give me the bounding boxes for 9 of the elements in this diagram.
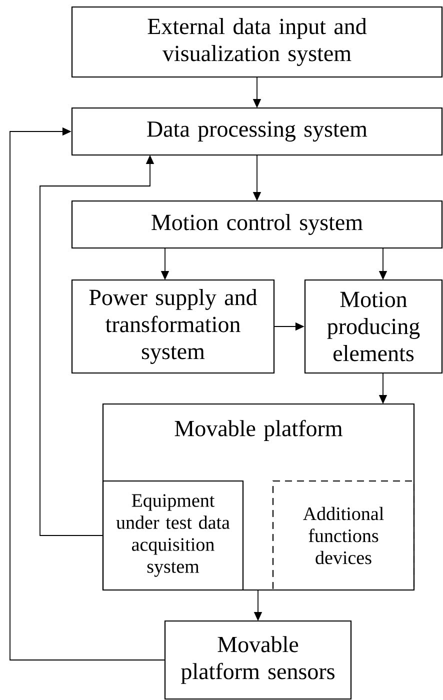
arrow bbox=[10, 127, 165, 660]
process-box: Equipment under test data acquisition system bbox=[102, 480, 244, 591]
process-box: Power supply and transformation system bbox=[71, 279, 275, 374]
process-box: Motion control system bbox=[71, 200, 443, 249]
dashed-box: Additional functions devices bbox=[272, 480, 415, 591]
process-box: Movable platform sensors bbox=[164, 620, 352, 700]
process-box: Motion producing elements bbox=[304, 279, 443, 374]
process-box: Data processing system bbox=[71, 107, 443, 156]
process-box: External data input and visualization system bbox=[71, 6, 443, 78]
